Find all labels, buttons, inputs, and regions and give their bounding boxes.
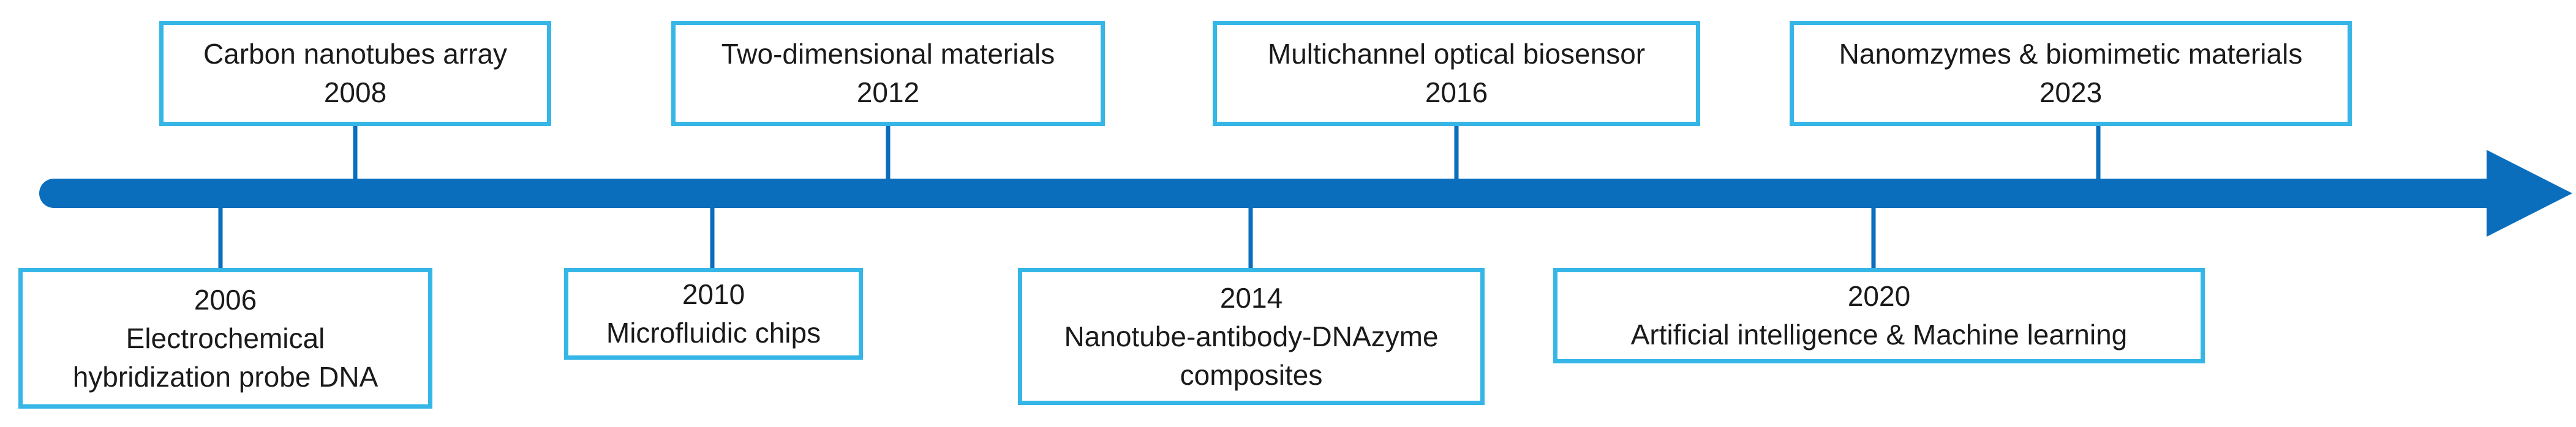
event-year: 2020 — [1847, 280, 1911, 312]
event-title: Two-dimensional materials — [721, 38, 1055, 70]
event-box-2010: 2010 Microfluidic chips — [564, 268, 863, 360]
event-line: Nanotube-antibody-DNAzyme — [1064, 320, 1439, 352]
event-line: Artificial intelligence & Machine learni… — [1630, 319, 2128, 351]
event-year: 2008 — [323, 76, 387, 108]
event-year: 2006 — [194, 283, 257, 316]
event-year: 2012 — [856, 76, 920, 108]
event-title: Carbon nanotubes array — [203, 38, 508, 70]
timeline-arrowhead — [2487, 150, 2572, 237]
event-box-2023: Nanomzymes & biomimetic materials 2023 — [1790, 21, 2352, 126]
event-year: 2023 — [2039, 76, 2103, 108]
event-box-2020: 2020 Artificial intelligence & Machine l… — [1553, 268, 2205, 363]
event-box-2016: Multichannel optical biosensor 2016 — [1213, 21, 1700, 126]
event-line: composites — [1180, 358, 1323, 391]
event-line: Electrochemical — [126, 322, 325, 354]
event-box-2014: 2014 Nanotube-antibody-DNAzyme composite… — [1018, 268, 1485, 405]
event-year: 2010 — [682, 278, 745, 310]
event-box-2006: 2006 Electrochemical hybridization probe… — [18, 268, 432, 409]
event-title: Multichannel optical biosensor — [1267, 38, 1646, 70]
event-line: hybridization probe DNA — [72, 360, 378, 393]
event-title: Nanomzymes & biomimetic materials — [1839, 38, 2303, 70]
event-box-2012: Two-dimensional materials 2012 — [671, 21, 1105, 126]
event-year: 2014 — [1219, 281, 1283, 314]
event-year: 2016 — [1425, 76, 1488, 108]
event-box-2008: Carbon nanotubes array 2008 — [159, 21, 551, 126]
event-line: Microfluidic chips — [606, 317, 821, 349]
